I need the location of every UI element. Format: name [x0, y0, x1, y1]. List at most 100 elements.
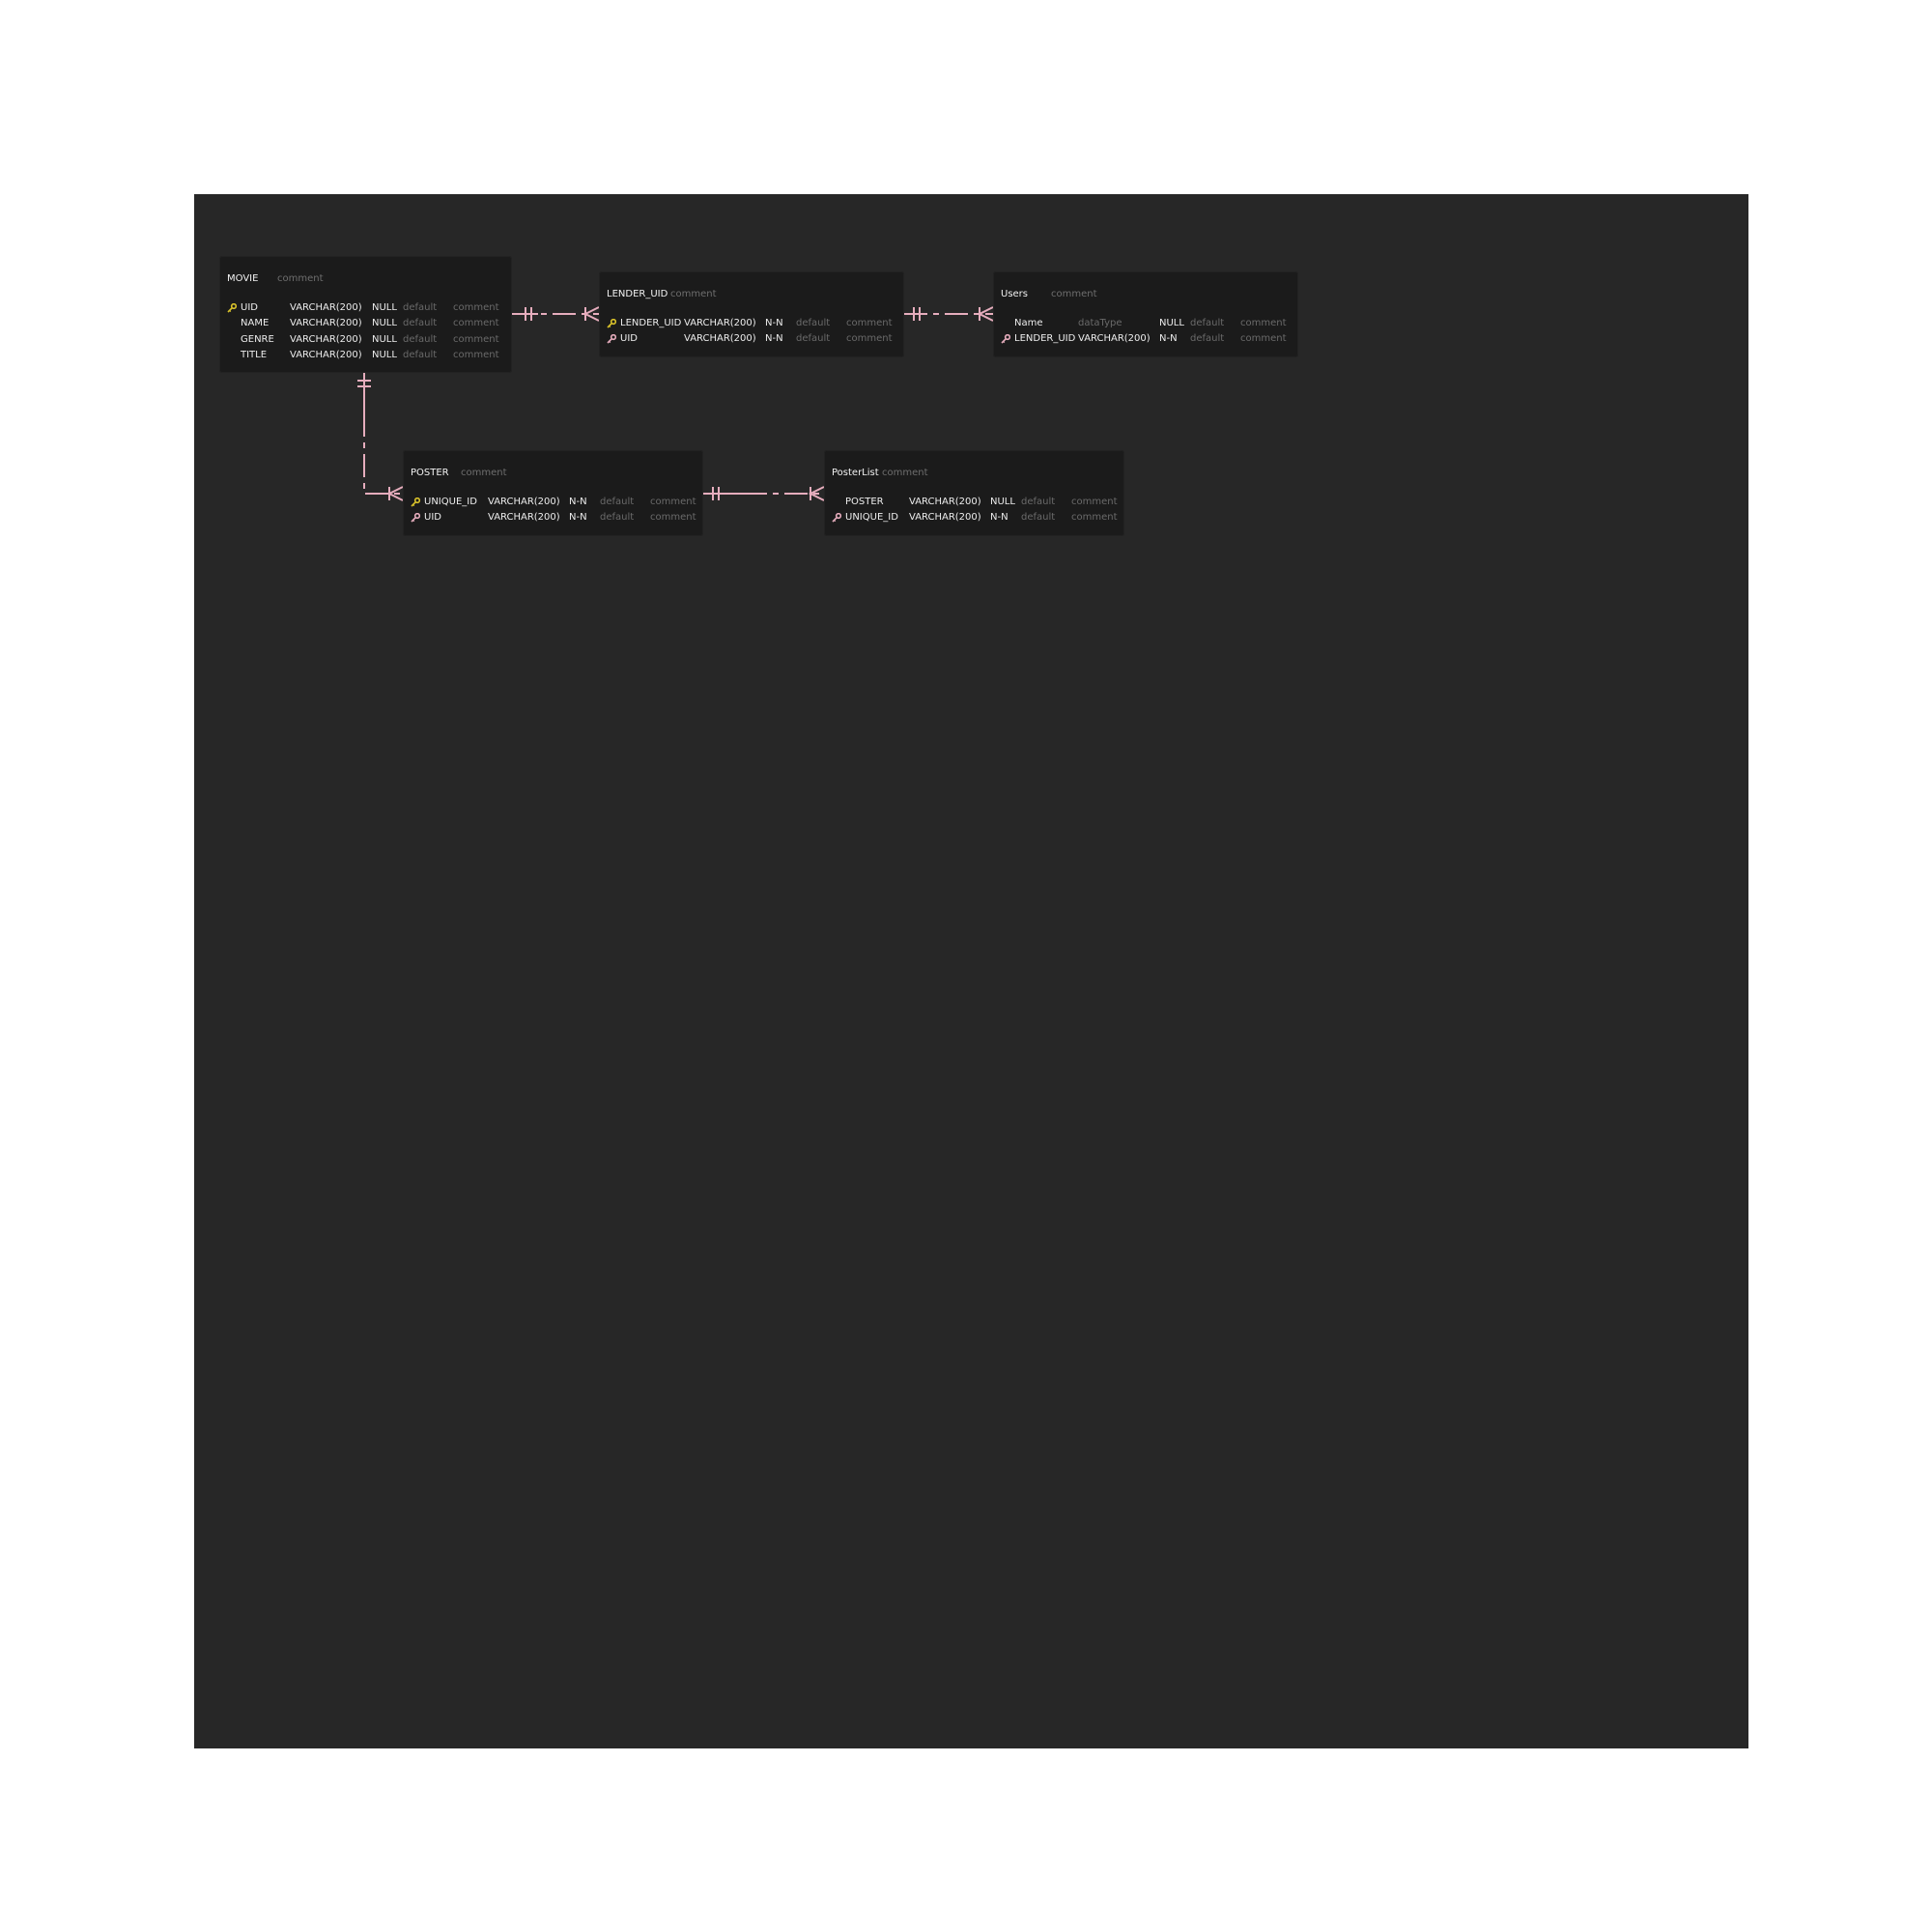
column-type: VARCHAR(200)	[290, 302, 362, 313]
primary-key-icon	[607, 318, 618, 328]
column-default: default	[1021, 497, 1056, 507]
column-comment: comment	[650, 497, 696, 507]
column-default: default	[796, 318, 831, 328]
column-comment: comment	[650, 512, 696, 524]
column-comment: comment	[453, 349, 499, 360]
column-comment: comment	[453, 302, 499, 313]
column-comment: comment	[453, 333, 499, 345]
primary-key-icon	[227, 302, 239, 313]
column-type: VARCHAR(200)	[290, 349, 362, 360]
column-name: LENDER_UID	[1014, 333, 1076, 345]
column-nullable: N-N	[990, 512, 1009, 524]
table-header: LENDER_UID comment	[607, 289, 717, 299]
relationship-lines	[357, 306, 994, 501]
column-type: VARCHAR(200)	[684, 333, 756, 345]
column-default: default	[1190, 333, 1225, 345]
column-type: VARCHAR(200)	[909, 512, 981, 524]
column-default: default	[403, 302, 438, 313]
column-default: default	[403, 349, 438, 360]
crows-foot-icon	[808, 486, 825, 501]
table-name: MOVIE	[227, 273, 259, 284]
erd-canvas[interactable]: MOVIE comment UID VARCHAR(200) NULL default…	[194, 194, 1748, 1748]
column-name: TITLE	[241, 349, 268, 360]
primary-key-icon	[411, 497, 422, 507]
column-type: VARCHAR(200)	[909, 497, 981, 507]
table-header: MOVIE comment	[227, 273, 324, 284]
table-posterlist[interactable]: PosterList comment POSTER VARCHAR(200) NUL…	[824, 450, 1124, 536]
column-nullable: N-N	[765, 333, 783, 345]
relation-lender-uid-users[interactable]	[904, 306, 994, 322]
column-nullable: NULL	[372, 333, 397, 345]
column-comment: comment	[1240, 333, 1287, 345]
foreign-key-icon	[1001, 333, 1012, 344]
crows-foot-icon	[582, 306, 600, 322]
column-name: UNIQUE_ID	[845, 512, 898, 524]
column-default: default	[1021, 512, 1056, 524]
crows-foot-icon	[977, 306, 994, 322]
column-name: LENDER_UID	[620, 318, 682, 328]
foreign-key-icon	[832, 512, 843, 523]
relation-movie-lender-uid[interactable]	[512, 306, 600, 322]
column-type: VARCHAR(200)	[488, 497, 560, 507]
column-nullable: NULL	[372, 349, 397, 360]
column-type: VARCHAR(200)	[684, 318, 756, 328]
column-name: UID	[241, 302, 258, 313]
foreign-key-icon	[607, 333, 618, 344]
column-row[interactable]: UNIQUE_ID VARCHAR(200) N-N default comment	[832, 512, 1129, 526]
table-header: Users comment	[1001, 289, 1097, 299]
column-type: VARCHAR(200)	[488, 512, 560, 524]
column-name: POSTER	[845, 497, 884, 507]
column-comment: comment	[453, 318, 499, 329]
column-comment: comment	[1071, 497, 1118, 507]
column-nullable: N-N	[1159, 333, 1178, 345]
relation-poster-posterlist[interactable]	[703, 486, 825, 501]
table-header: PosterList comment	[832, 468, 928, 478]
column-nullable: N-N	[569, 497, 587, 507]
table-name: POSTER	[411, 468, 449, 478]
column-nullable: NULL	[1159, 318, 1184, 328]
crows-foot-icon	[386, 486, 404, 501]
column-comment: comment	[1240, 318, 1287, 328]
column-type: dataType	[1078, 318, 1122, 328]
column-default: default	[1190, 318, 1225, 328]
table-name: Users	[1001, 289, 1029, 299]
table-comment: comment	[882, 468, 928, 478]
table-name: PosterList	[832, 468, 879, 478]
table-comment: comment	[461, 468, 507, 478]
column-name: GENRE	[241, 333, 274, 345]
table-comment: comment	[670, 289, 717, 299]
column-name: NAME	[241, 318, 270, 329]
column-nullable: NULL	[990, 497, 1015, 507]
table-comment: comment	[1051, 289, 1097, 299]
column-nullable: NULL	[372, 318, 397, 329]
table-header: POSTER comment	[411, 468, 507, 478]
column-type: VARCHAR(200)	[1078, 333, 1151, 345]
table-poster[interactable]: POSTER comment UNIQUE_ID VARCHAR(200) N-N d…	[403, 450, 703, 536]
table-movie[interactable]: MOVIE comment UID VARCHAR(200) NULL default…	[219, 256, 512, 373]
column-row[interactable]: TITLE VARCHAR(200) NULL default comment	[227, 350, 511, 363]
column-row[interactable]: UNIQUE_ID VARCHAR(200) N-N default comment	[411, 497, 708, 510]
foreign-key-icon	[411, 512, 422, 523]
column-comment: comment	[846, 318, 893, 328]
column-nullable: N-N	[765, 318, 783, 328]
column-name: UID	[424, 512, 441, 524]
column-comment: comment	[1071, 512, 1118, 524]
column-default: default	[403, 333, 438, 345]
column-name: UNIQUE_ID	[424, 497, 477, 507]
table-name: LENDER_UID	[607, 289, 668, 299]
relation-movie-poster[interactable]	[357, 373, 404, 501]
column-default: default	[600, 497, 635, 507]
column-row[interactable]: POSTER VARCHAR(200) NULL default comment	[832, 497, 1129, 510]
column-default: default	[600, 512, 635, 524]
column-default: default	[403, 318, 438, 329]
